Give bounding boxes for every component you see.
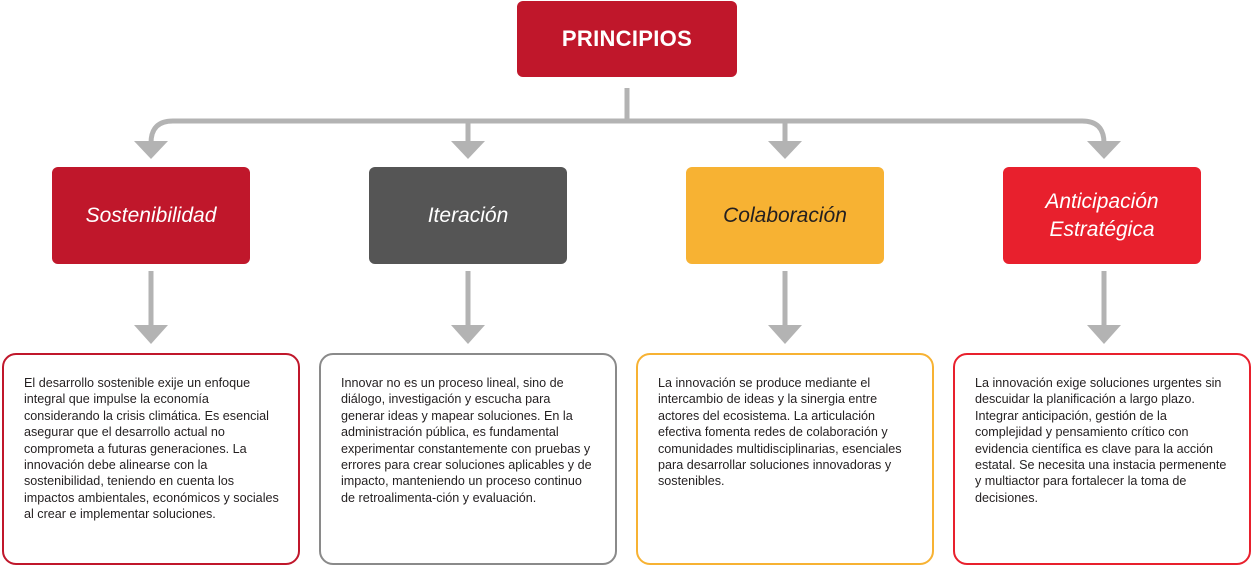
description-box-anticipacion-estrategica: La innovación exige soluciones urgentes … [953,353,1251,565]
principle-title-anticipacion-estrategica: Anticipación Estratégica [1045,189,1159,241]
description-text-iteracion: Innovar no es un proceso lineal, sino de… [341,376,592,505]
arrowhead-top-1 [451,141,485,159]
description-text-sostenibilidad: El desarrollo sostenible exije un enfoqu… [24,376,279,522]
description-text-anticipacion-estrategica: La innovación exige soluciones urgentes … [975,376,1227,505]
principle-title-sostenibilidad: Sostenibilidad [85,203,217,227]
description-text-colaboracion: La innovación se produce mediante el int… [658,376,902,489]
arrowhead-top-3 [1087,141,1121,159]
principle-box-colaboracion: Colaboración [686,167,884,264]
arrowhead-bottom-3 [1087,325,1121,344]
arrowhead-top-0 [134,141,168,159]
principle-box-anticipacion-estrategica: Anticipación Estratégica [1003,167,1201,264]
principle-box-iteracion: Iteración [369,167,567,264]
principle-box-sostenibilidad: Sostenibilidad [52,167,250,264]
principios-root-box: PRINCIPIOS [517,1,737,77]
arrowhead-top-2 [768,141,802,159]
principle-title-iteracion: Iteración [427,203,509,227]
horizontal-branch-line [148,118,1107,144]
principle-title-colaboracion: Colaboración [723,203,847,227]
arrowhead-bottom-2 [768,325,802,344]
arrowhead-bottom-0 [134,325,168,344]
root-title: PRINCIPIOS [561,26,693,51]
arrowhead-bottom-1 [451,325,485,344]
description-box-sostenibilidad: El desarrollo sostenible exije un enfoqu… [2,353,300,565]
description-box-colaboracion: La innovación se produce mediante el int… [636,353,934,565]
description-box-iteracion: Innovar no es un proceso lineal, sino de… [319,353,617,565]
